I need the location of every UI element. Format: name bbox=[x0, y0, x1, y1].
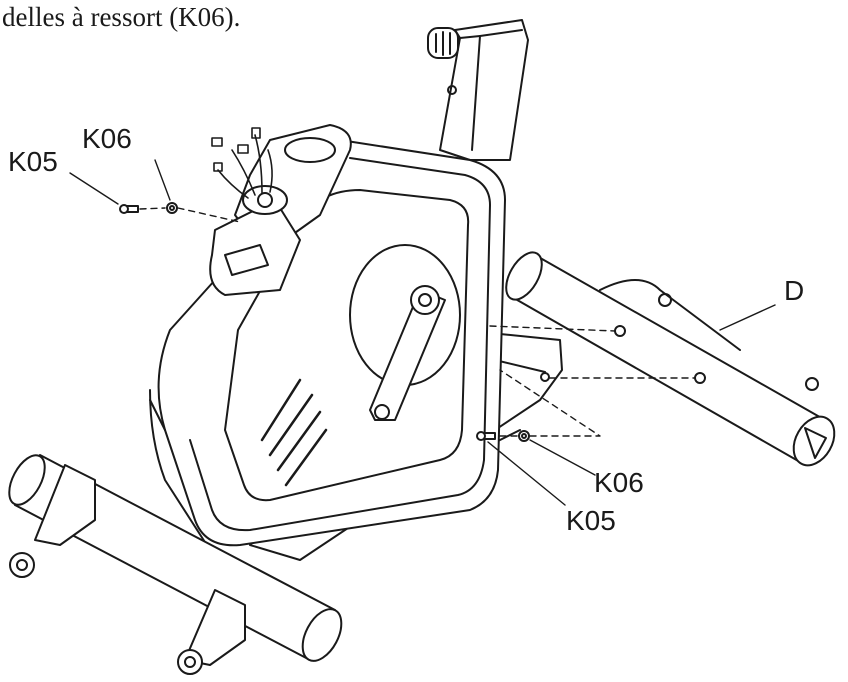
label-k06-bottom: K06 bbox=[594, 467, 644, 498]
rear-stabilizer-d bbox=[505, 251, 836, 467]
instruction-caption: delles à ressort (K06). bbox=[2, 2, 241, 32]
fastener-k05-bottom bbox=[476, 431, 496, 441]
housing-stripes bbox=[260, 378, 328, 487]
washer-k06-bottom bbox=[518, 430, 530, 442]
assembly-guide-lines bbox=[139, 207, 696, 437]
crank-assembly bbox=[349, 244, 461, 421]
leader-lines bbox=[69, 159, 776, 506]
label-k05-top: K05 bbox=[8, 146, 58, 177]
label-k06-top: K06 bbox=[82, 123, 132, 154]
fastener-k05-top bbox=[119, 204, 139, 214]
label-d: D bbox=[784, 275, 804, 306]
console-cables bbox=[211, 127, 273, 199]
seat-post bbox=[427, 19, 529, 161]
label-k05-bottom: K05 bbox=[566, 505, 616, 536]
washer-k06-top bbox=[166, 202, 178, 214]
front-stabilizer bbox=[8, 454, 343, 675]
